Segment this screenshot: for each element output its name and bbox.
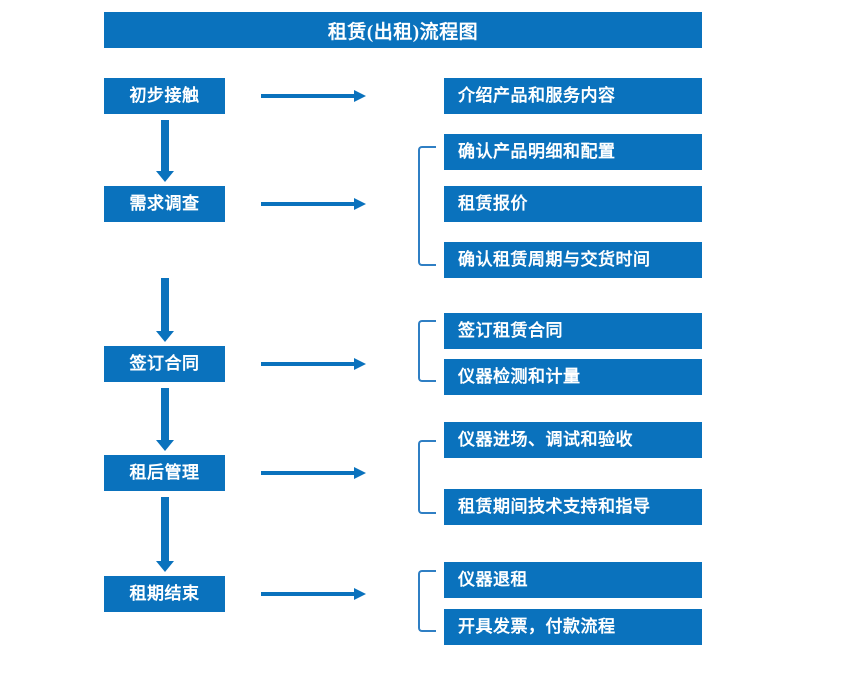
detail-group-bracket-management (418, 440, 436, 514)
arrow-shaft (261, 362, 355, 366)
detail-box-6[interactable]: 仪器检测和计量 (444, 359, 702, 395)
stage-flow-arrow-2-3 (156, 278, 174, 342)
arrow-head-icon (354, 90, 366, 102)
stage-to-detail-arrow-3 (261, 358, 366, 370)
arrow-shaft (261, 202, 355, 206)
arrow-shaft (161, 278, 169, 331)
detail-box-8[interactable]: 租赁期间技术支持和指导 (444, 489, 702, 525)
stage-to-detail-arrow-4 (261, 467, 366, 479)
detail-group-bracket-end (418, 570, 436, 632)
stage-box-3[interactable]: 签订合同 (104, 346, 225, 382)
stage-box-5[interactable]: 租期结束 (104, 576, 225, 612)
arrow-shaft (161, 120, 169, 171)
arrow-shaft (261, 94, 355, 98)
arrow-head-icon (354, 467, 366, 479)
detail-box-4[interactable]: 确认租赁周期与交货时间 (444, 242, 702, 278)
detail-group-bracket-needs (418, 146, 436, 266)
arrow-head-icon (156, 561, 174, 572)
arrow-head-icon (354, 198, 366, 210)
detail-box-1[interactable]: 介绍产品和服务内容 (444, 78, 702, 114)
stage-to-detail-arrow-5 (261, 588, 366, 600)
detail-box-7[interactable]: 仪器进场、调试和验收 (444, 422, 702, 458)
arrow-shaft (161, 388, 169, 440)
stage-flow-arrow-3-4 (156, 388, 174, 451)
detail-box-9[interactable]: 仪器退租 (444, 562, 702, 598)
stage-box-4[interactable]: 租后管理 (104, 455, 225, 491)
arrow-shaft (261, 471, 355, 475)
stage-box-2[interactable]: 需求调查 (104, 186, 225, 222)
arrow-head-icon (354, 588, 366, 600)
arrow-head-icon (156, 440, 174, 451)
stage-flow-arrow-4-5 (156, 497, 174, 572)
arrow-head-icon (354, 358, 366, 370)
stage-flow-arrow-1-2 (156, 120, 174, 182)
arrow-head-icon (156, 171, 174, 182)
arrow-shaft (161, 497, 169, 561)
stage-to-detail-arrow-1 (261, 90, 366, 102)
arrow-head-icon (156, 331, 174, 342)
stage-box-1[interactable]: 初步接触 (104, 78, 225, 114)
detail-group-bracket-contract (418, 320, 436, 382)
detail-box-5[interactable]: 签订租赁合同 (444, 313, 702, 349)
detail-box-2[interactable]: 确认产品明细和配置 (444, 134, 702, 170)
arrow-shaft (261, 592, 355, 596)
detail-box-10[interactable]: 开具发票，付款流程 (444, 609, 702, 645)
detail-box-3[interactable]: 租赁报价 (444, 186, 702, 222)
flowchart-title: 租赁(出租)流程图 (104, 12, 702, 48)
stage-to-detail-arrow-2 (261, 198, 366, 210)
